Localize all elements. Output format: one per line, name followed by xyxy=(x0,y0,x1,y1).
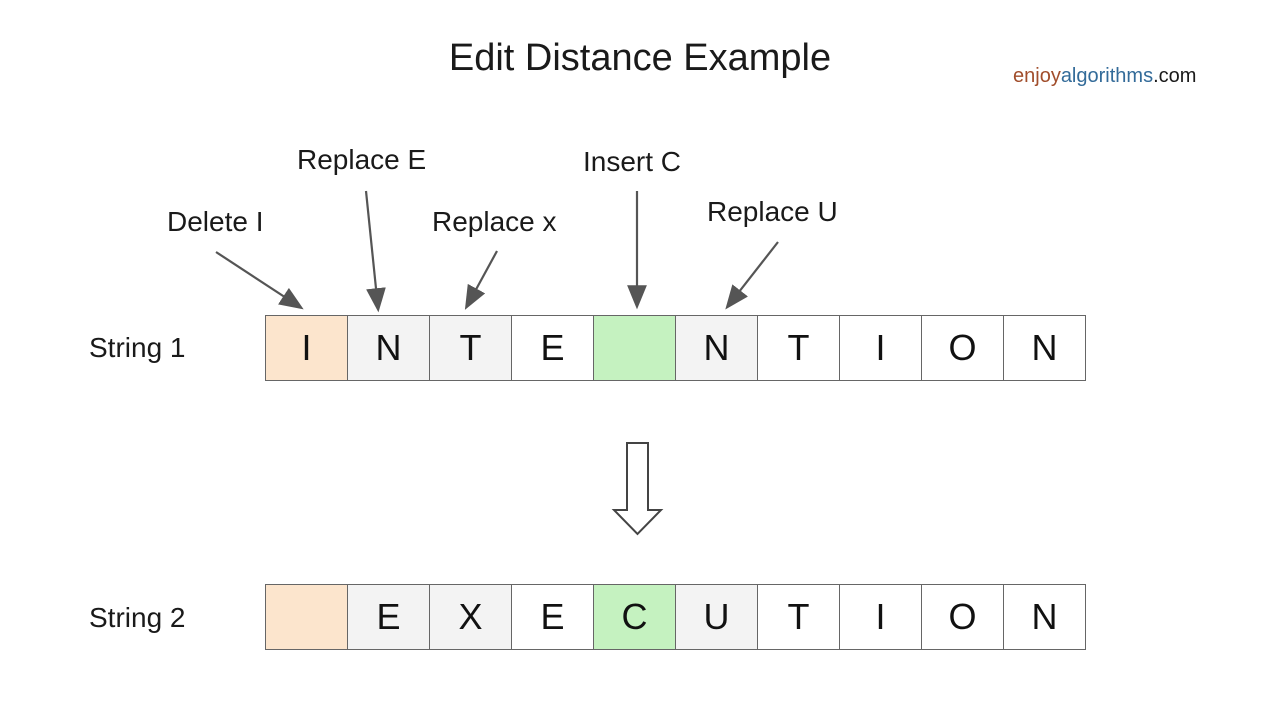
string2-cell-0 xyxy=(265,584,348,650)
string2-cell-4: C xyxy=(593,584,676,650)
string2-cell-3: E xyxy=(511,584,594,650)
string1-cell-5: N xyxy=(675,315,758,381)
string1-cell-1: N xyxy=(347,315,430,381)
string2-cell-5: U xyxy=(675,584,758,650)
string2-cell-1: E xyxy=(347,584,430,650)
brand-logo-com: .com xyxy=(1153,65,1197,87)
page-title: Edit Distance Example xyxy=(448,37,832,79)
operation-label-replace-e: Replace E xyxy=(297,144,427,175)
brand-logo-algorithms: algorithms xyxy=(1060,65,1154,87)
string2-cell-9: N xyxy=(1003,584,1086,650)
operation-label-delete-i: Delete I xyxy=(167,206,264,237)
string1-cell-3: E xyxy=(511,315,594,381)
string1-cell-8: O xyxy=(921,315,1004,381)
string1-cell-2: T xyxy=(429,315,512,381)
string1-cell-9: N xyxy=(1003,315,1086,381)
replace-e-pointer-arrow-icon xyxy=(364,190,386,313)
string2-label: String 2 xyxy=(89,602,186,633)
string2-cell-8: O xyxy=(921,584,1004,650)
string2-cell-6: T xyxy=(757,584,840,650)
string2-cell-2: X xyxy=(429,584,512,650)
string1-cell-0: I xyxy=(265,315,348,381)
transform-down-arrow-icon xyxy=(611,442,664,536)
operation-label-replace-u: Replace U xyxy=(707,196,838,227)
string1-cell-6: T xyxy=(757,315,840,381)
operation-label-replace-x: Replace x xyxy=(432,206,557,237)
string1-label: String 1 xyxy=(89,332,186,363)
brand-logo: enjoyalgorithms.com xyxy=(1013,63,1196,89)
replace-u-pointer-arrow-icon xyxy=(725,241,779,310)
operation-label-insert-c: Insert C xyxy=(583,146,682,177)
replace-x-pointer-arrow-icon xyxy=(464,250,498,310)
delete-i-pointer-arrow-icon xyxy=(215,251,304,310)
string2-cell-7: I xyxy=(839,584,922,650)
string1-cell-7: I xyxy=(839,315,922,381)
brand-logo-enjoy: enjoy xyxy=(1013,65,1061,87)
string1-cell-4 xyxy=(593,315,676,381)
